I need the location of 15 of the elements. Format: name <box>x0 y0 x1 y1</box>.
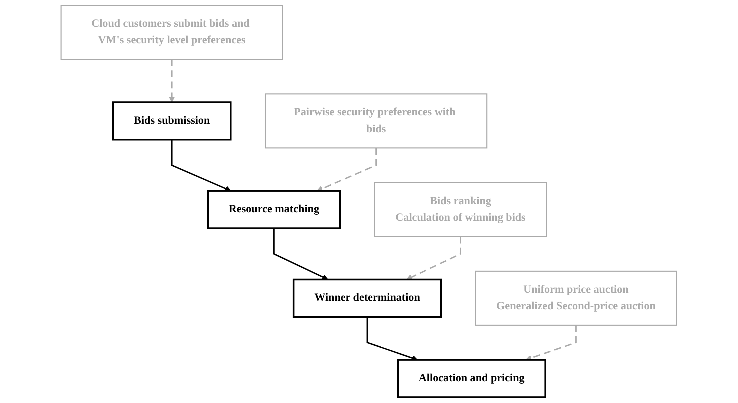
node-box <box>292 278 442 318</box>
arrow <box>406 236 462 280</box>
node-box <box>207 190 342 230</box>
node-box <box>60 5 284 60</box>
arrow <box>526 325 577 362</box>
node-box <box>397 359 546 398</box>
node-box <box>475 270 678 326</box>
node-box <box>374 182 548 238</box>
node-box <box>112 102 232 141</box>
arrow <box>171 140 232 192</box>
arrow <box>317 148 377 192</box>
arrow <box>366 317 418 362</box>
arrow <box>274 228 328 280</box>
arrow <box>169 60 176 103</box>
node-box <box>265 94 488 149</box>
